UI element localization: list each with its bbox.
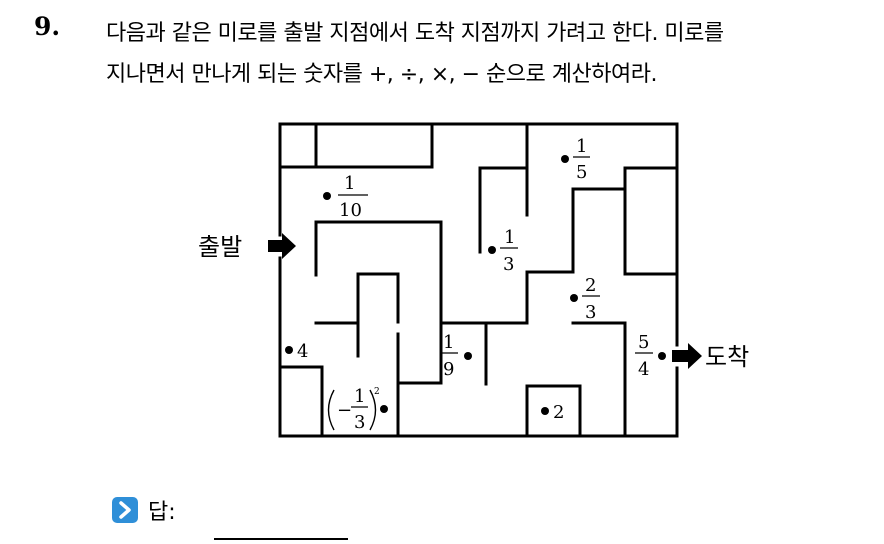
fraction-numerator: 5 (638, 332, 649, 353)
maze-number-neg-1-3-squared: − 1 3 2 (327, 386, 388, 433)
number-value: 4 (297, 341, 308, 362)
maze-number-1-10: 1 10 (323, 173, 368, 221)
fraction-denominator: 4 (638, 359, 649, 380)
answer-arrow-icon (112, 497, 138, 523)
maze-wall (314, 220, 529, 325)
start-arrow-icon (268, 233, 296, 259)
maze-number-1-3: 1 3 (488, 227, 518, 275)
fraction-denominator: 3 (354, 412, 365, 433)
maze-wall (571, 321, 627, 438)
answer-label: 답: (148, 500, 176, 525)
fraction-denominator: 5 (576, 162, 587, 183)
number-value: 2 (553, 402, 564, 423)
question-text-line-2: 지나면서 만나게 되는 숫자를 +, ÷, ×, − 순으로 계산하여라. (106, 62, 657, 87)
fraction-denominator: 10 (339, 200, 362, 221)
fraction-denominator: 9 (443, 359, 454, 380)
maze-number-2-3: 2 3 (570, 275, 600, 323)
maze-wall (278, 365, 324, 438)
start-label: 출발 (198, 233, 242, 261)
maze-walls (278, 122, 679, 438)
maze-wall (278, 122, 318, 169)
end-marker: 도착 (672, 343, 749, 371)
maze-diagram: 1 5 1 10 1 3 2 3 4 1 9 5 4 − 1 (198, 122, 749, 438)
fraction-denominator: 3 (585, 302, 596, 323)
maze-wall (356, 272, 400, 324)
fraction-sign: − (337, 400, 352, 421)
exponent: 2 (374, 387, 380, 397)
maze-wall (314, 122, 434, 169)
fraction-numerator: 1 (344, 173, 355, 194)
maze-number-4: 4 (285, 341, 308, 362)
maze-number-2: 2 (541, 402, 564, 423)
maze-wall (525, 384, 582, 438)
start-marker: 출발 (198, 233, 296, 261)
fraction-numerator: 2 (585, 275, 596, 296)
end-arrow-icon (672, 343, 702, 369)
question-text-line-1: 다음과 같은 미로를 출발 지점에서 도착 지점까지 가려고 한다. 미로를 (106, 21, 724, 46)
maze-wall (396, 321, 443, 438)
fraction-numerator: 1 (576, 136, 587, 157)
fraction-numerator: 1 (443, 332, 454, 353)
answer-blank[interactable] (214, 538, 348, 540)
maze-wall (623, 166, 679, 276)
maze-number-1-9: 1 9 (440, 332, 472, 380)
question-number: 9. (34, 12, 61, 41)
maze-wall (525, 187, 627, 274)
fraction-numerator: 1 (354, 386, 365, 407)
maze-number-5-4: 5 4 (635, 332, 666, 380)
fraction-denominator: 3 (503, 254, 514, 275)
end-label: 도착 (705, 343, 749, 371)
maze-number-1-5: 1 5 (561, 136, 590, 183)
fraction-numerator: 1 (504, 227, 515, 248)
